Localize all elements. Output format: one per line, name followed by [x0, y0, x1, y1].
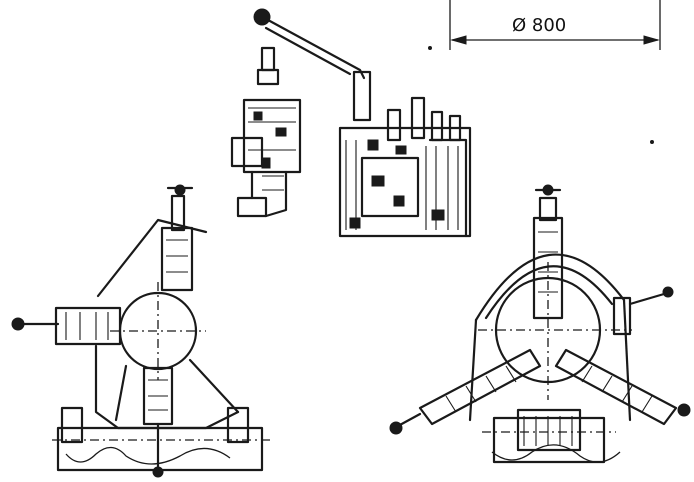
diameter-dimension: Ø 800 — [449, 0, 661, 50]
right-steady-rest — [389, 184, 691, 464]
large-tool-block — [338, 96, 472, 238]
tool-post-assembly — [230, 8, 472, 238]
scan-speck — [428, 46, 432, 50]
left-steady-rest — [11, 184, 270, 478]
scan-speck — [650, 140, 654, 144]
small-tool-holder — [230, 46, 302, 218]
dimension-label: Ø 800 — [512, 15, 566, 36]
